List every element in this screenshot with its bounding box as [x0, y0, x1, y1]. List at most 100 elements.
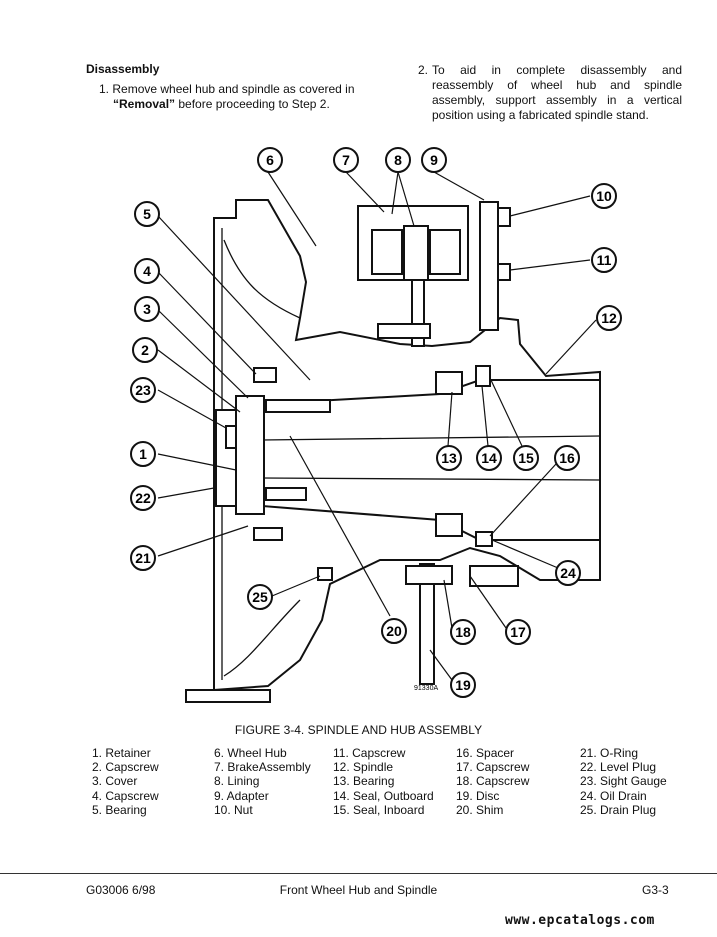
step-1-text-a: Remove wheel hub and spindle as covered …	[112, 82, 355, 96]
legend-item: 16. Spacer	[456, 746, 515, 760]
spindle-center-line-top	[261, 435, 601, 441]
callout-16: 16	[554, 445, 580, 471]
step-1: 1. Remove wheel hub and spindle as cover…	[99, 82, 399, 112]
footer-doc-code: G03006 6/98	[86, 883, 156, 897]
watermark-link[interactable]: www.epcatalogs.com	[505, 913, 655, 928]
svg-text:1: 1	[139, 446, 147, 462]
capscrew-top-hub	[253, 367, 277, 383]
callout-8: 8	[385, 147, 411, 173]
capscrew-brake	[377, 323, 431, 339]
drawing-code: 91330A	[414, 685, 438, 692]
legend-item: 23. Sight Gauge	[580, 774, 667, 789]
brake-caliper-left	[371, 229, 403, 275]
legend-column-3: 11. Capscrew 12. Spindle 13. Bearing 14.…	[333, 746, 434, 817]
callout-22: 22	[130, 485, 156, 511]
svg-text:18: 18	[455, 624, 471, 640]
legend-item: 24. Oil Drain	[580, 788, 647, 803]
svg-text:20: 20	[386, 623, 402, 639]
legend-item: 10. Nut	[214, 802, 253, 817]
callout-14: 14	[476, 445, 502, 471]
hub-inner-curve-bottom	[223, 599, 301, 677]
sight-gauge	[225, 425, 237, 449]
step-1-number: 1.	[99, 82, 110, 96]
callout-7: 7	[333, 147, 359, 173]
step-1-bold: “Removal”	[113, 97, 176, 111]
svg-text:7: 7	[342, 152, 350, 168]
legend-item: 9. Adapter	[214, 788, 269, 803]
legend-column-4: 16. Spacer 17. Capscrew 18. Capscrew 19.…	[456, 746, 529, 817]
adapter	[479, 201, 499, 331]
nut	[497, 207, 511, 227]
callout-13: 13	[436, 445, 462, 471]
callout-4: 4	[134, 258, 160, 284]
bearing-inboard	[435, 513, 463, 537]
legend-item: 15. Seal, Inboard	[333, 802, 425, 817]
callout-6: 6	[257, 147, 283, 173]
legend-item: 22. Level Plug	[580, 760, 657, 775]
legend-item: 5. Bearing	[92, 802, 147, 817]
svg-text:25: 25	[252, 589, 268, 605]
svg-text:22: 22	[135, 490, 151, 506]
callout-18: 18	[450, 619, 476, 645]
callout-5: 5	[134, 201, 160, 227]
callout-25: 25	[247, 584, 273, 610]
legend-item: 20. Shim	[456, 802, 504, 817]
svg-text:5: 5	[143, 206, 151, 222]
step-2-number: 2.	[418, 63, 429, 77]
callout-9: 9	[421, 147, 447, 173]
legend-item: 21. O-Ring	[580, 746, 639, 760]
callout-12: 12	[596, 305, 622, 331]
spindle-center-line-bottom	[261, 477, 601, 481]
svg-text:11: 11	[597, 252, 612, 268]
callout-21: 21	[130, 545, 156, 571]
leader-lines	[157, 171, 597, 681]
callout-24: 24	[555, 560, 581, 586]
callout-1: 1	[130, 441, 156, 467]
legend-item: 13. Bearing	[333, 774, 395, 789]
svg-text:16: 16	[559, 450, 575, 466]
callout-2: 2	[132, 337, 158, 363]
capscrew-lower-brake	[405, 565, 453, 585]
svg-text:9: 9	[430, 152, 438, 168]
legend-item: 19. Disc	[456, 788, 500, 803]
spindle-hub-drawing: 91330A 1 2 3 4 5 6 7 8 9 10 11 1	[130, 147, 622, 703]
section-heading: Disassembly	[86, 62, 160, 76]
drain-plug	[317, 567, 333, 581]
callout-3: 3	[134, 296, 160, 322]
step-2-text: To aid in complete disassembly and reass…	[432, 63, 682, 122]
step-1-text-b: before proceeding to Step 2.	[175, 97, 330, 111]
legend-item: 14. Seal, Outboard	[333, 788, 434, 803]
step-2: 2. To aid in complete disassembly and re…	[418, 63, 682, 123]
capscrew-bottom-hub	[253, 527, 283, 541]
legend-item: 12. Spindle	[333, 760, 394, 775]
hub-inner-curve-top	[223, 239, 301, 319]
legend-item: 17. Capscrew	[456, 760, 530, 775]
svg-text:12: 12	[601, 310, 617, 326]
svg-text:19: 19	[455, 677, 471, 693]
svg-text:21: 21	[135, 550, 151, 566]
brake-caliper-right	[429, 229, 461, 275]
svg-text:2: 2	[141, 342, 149, 358]
svg-text:17: 17	[510, 624, 526, 640]
legend-item: 3. Cover	[92, 774, 138, 789]
footer-title: Front Wheel Hub and Spindle	[279, 883, 438, 897]
callout-23: 23	[130, 377, 156, 403]
legend-item: 7. BrakeAssembly	[214, 760, 311, 775]
brake-lining	[403, 225, 429, 281]
legend-item: 18. Capscrew	[456, 774, 530, 789]
legend-column-5: 21. O-Ring 22. Level Plug 23. Sight Gaug…	[580, 746, 667, 817]
svg-text:14: 14	[481, 450, 497, 466]
capscrew-adapter	[497, 263, 511, 281]
callout-19: 19	[450, 672, 476, 698]
footer-divider	[0, 873, 717, 874]
svg-text:3: 3	[143, 301, 151, 317]
capscrew-oil-drain	[469, 565, 519, 587]
footer-page-number: G3-3	[642, 883, 669, 897]
retainer	[235, 395, 265, 515]
legend-column-2: 6. Wheel Hub 7. BrakeAssembly 8. Lining …	[214, 746, 311, 817]
figure-caption: FIGURE 3-4. SPINDLE AND HUB ASSEMBLY	[234, 723, 483, 737]
legend-item: 2. Capscrew	[92, 760, 159, 775]
disc-lower	[419, 563, 435, 685]
callout-20: 20	[381, 618, 407, 644]
legend-item: 4. Capscrew	[92, 788, 159, 803]
